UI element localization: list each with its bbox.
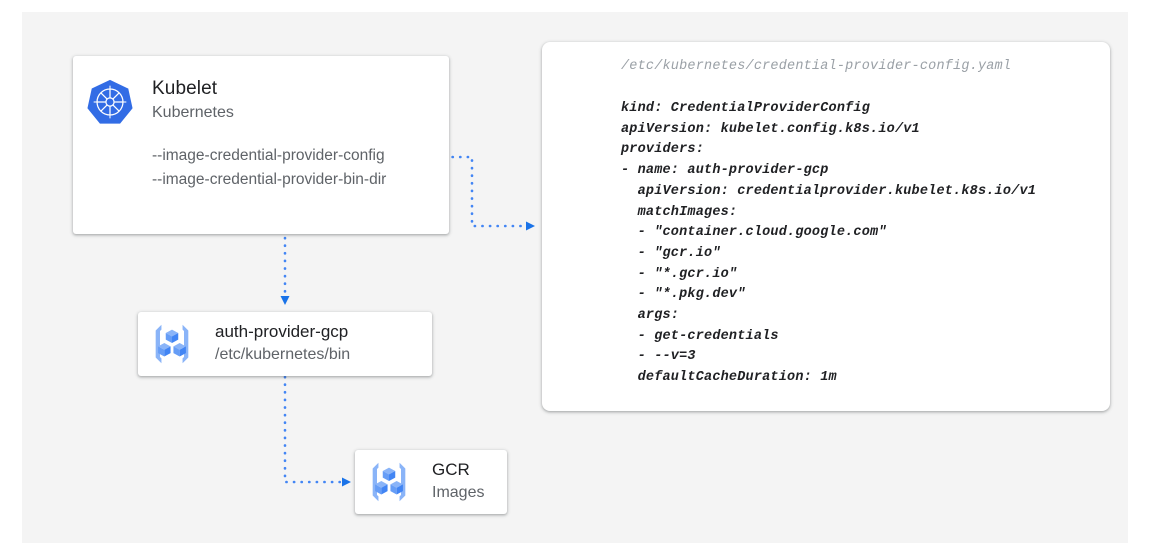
kubelet-card-title: Kubelet [152,78,218,99]
credential-provider-config-card[interactable]: /etc/kubernetes/credential-provider-conf… [542,42,1110,411]
container-registry-icon [372,462,406,502]
kubernetes-logo-icon [87,79,133,124]
config-file-path: /etc/kubernetes/credential-provider-conf… [621,59,1012,74]
gcr-card-subtitle: Images [432,484,485,501]
auth-provider-gcp-card[interactable]: auth-provider-gcp /etc/kubernetes/bin [138,312,432,376]
config-yaml-content: kind: CredentialProviderConfig apiVersio… [621,101,1037,386]
kubelet-flag-config: --image-credential-provider-config [152,147,385,164]
auth-provider-card-title: auth-provider-gcp [215,322,349,341]
kubelet-card[interactable]: Kubelet Kubernetes --image-credential-pr… [73,56,449,234]
kubelet-flag-bin-dir: --image-credential-provider-bin-dir [152,171,387,188]
gcr-card[interactable]: GCR Images [355,450,507,514]
kubelet-card-subtitle: Kubernetes [152,104,234,121]
gcr-card-title: GCR [432,460,470,479]
container-registry-icon [155,324,189,364]
auth-provider-card-subtitle: /etc/kubernetes/bin [215,346,351,363]
